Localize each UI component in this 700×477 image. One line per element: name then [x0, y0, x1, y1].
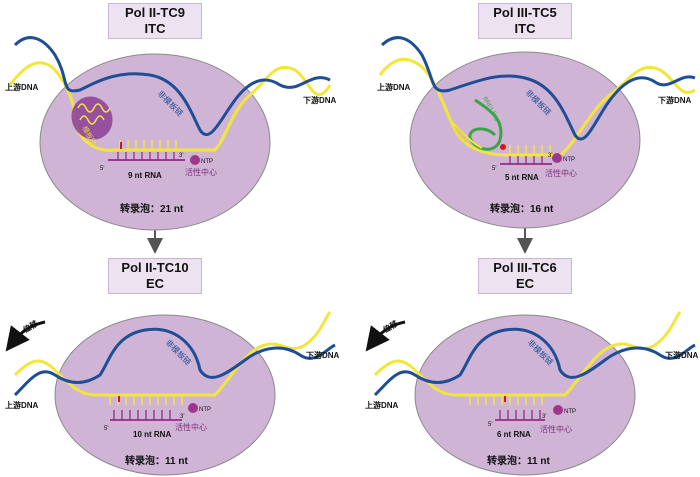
template-strand: [8, 61, 332, 152]
five-prime-label: 5': [100, 166, 104, 172]
title-line1: Pol III-TC6: [493, 260, 557, 275]
title-line1: Pol II-TC10: [121, 260, 189, 275]
five-prime-label: 5': [488, 422, 492, 428]
template-short-yellow: [449, 119, 483, 149]
translocation-arrow: [5, 320, 46, 352]
downstream-label: 下游DNA: [665, 350, 699, 360]
downstream-label: 下游DNA: [303, 95, 337, 105]
rna-label: 10 nt RNA: [133, 430, 171, 439]
upstream-label: 上游DNA: [377, 82, 411, 92]
ntp-label: NTP: [201, 159, 213, 165]
ntp-dot: [190, 155, 200, 165]
title-line2: ITC: [514, 21, 536, 36]
translocation-label: 位移: [381, 318, 400, 335]
rna-strand: [108, 142, 185, 161]
active-site-red: [500, 144, 506, 150]
active-center-label: 活性中心: [545, 168, 577, 178]
rna-label: 9 nt RNA: [128, 171, 162, 180]
bubble-label: 转录泡：11 nt: [125, 454, 188, 467]
ntp-label: NTP: [199, 407, 211, 413]
template-zigzag: [77, 103, 111, 125]
three-prime-label: 3': [542, 414, 546, 420]
title-pol2-tc10: Pol II-TC10 EC: [108, 258, 202, 294]
title-line2: EC: [145, 276, 165, 291]
panel-pol3-tc6: NTP 5' 3' 6 nt RNA 活性中心 非模板链 上游DNA 下游DNA…: [365, 311, 699, 476]
translocation-arrow: [365, 320, 406, 352]
template-strand: [13, 311, 332, 397]
title-line1: Pol II-TC9: [125, 5, 185, 20]
brf1-finger: [468, 98, 503, 151]
title-line2: EC: [515, 276, 535, 291]
bubble-label: 转录泡：16 nt: [490, 202, 554, 215]
upstream-label: 上游DNA: [5, 82, 39, 92]
nontemplate-strand: [380, 36, 696, 141]
title-line1: Pol III-TC5: [493, 5, 557, 20]
panel-pol2-tc9: NTP 5' 3' 9 nt RNA 活性中心 非模板链 模板链 上游DNA 下…: [5, 36, 337, 231]
downstream-label: 下游DNA: [658, 95, 692, 105]
five-prime-label: 5': [104, 426, 108, 432]
title-pol3-tc6: Pol III-TC6 EC: [478, 258, 572, 294]
panel-pol3-tc5: NTP 5' 3' 5 nt RNA 活性中心 BRF1 finger 非模板链…: [377, 36, 696, 229]
ntp-dot: [188, 403, 198, 413]
title-pol3-tc5: Pol III-TC5 ITC: [478, 3, 572, 39]
nontemplate-strand: [13, 36, 331, 137]
rna-label: 6 nt RNA: [497, 430, 531, 439]
active-center-label: 活性中心: [540, 424, 572, 434]
three-prime-label: 3': [179, 153, 183, 159]
rna-strand: [495, 396, 545, 421]
ntp-dot: [553, 405, 563, 415]
three-prime-label: 3': [180, 414, 184, 420]
five-prime-label: 5': [492, 166, 496, 172]
rna-label: 5 nt RNA: [505, 173, 539, 182]
rna-strand: [500, 156, 552, 165]
bubble-label: 转录泡：11 nt: [487, 454, 550, 467]
title-pol2-tc9: Pol II-TC9 ITC: [108, 3, 202, 39]
upstream-label: 上游DNA: [5, 400, 39, 410]
upstream-label: 上游DNA: [365, 400, 399, 410]
template-strand: [373, 311, 682, 397]
downstream-label: 下游DNA: [306, 350, 340, 360]
bubble-label: 转录泡：21 nt: [120, 202, 184, 215]
ntp-dot: [552, 153, 562, 163]
rna-strand: [110, 396, 182, 421]
active-center-label: 活性中心: [175, 422, 207, 432]
active-center-label: 活性中心: [185, 167, 217, 177]
polymerase-body: [409, 51, 641, 229]
panel-pol2-tc10: NTP 5' 3' 10 nt RNA 活性中心 非模板链 上游DNA 下游DN…: [5, 311, 340, 476]
nontemplate-strand: [13, 327, 336, 397]
template-bases: [469, 395, 543, 405]
translocation-label: 位移: [21, 318, 40, 335]
title-line2: ITC: [144, 21, 166, 36]
ntp-label: NTP: [564, 409, 576, 415]
nontemplate-strand: [373, 327, 696, 397]
template-bases: [509, 145, 551, 155]
three-prime-label: 3': [548, 153, 552, 159]
ntp-label: NTP: [563, 157, 575, 163]
